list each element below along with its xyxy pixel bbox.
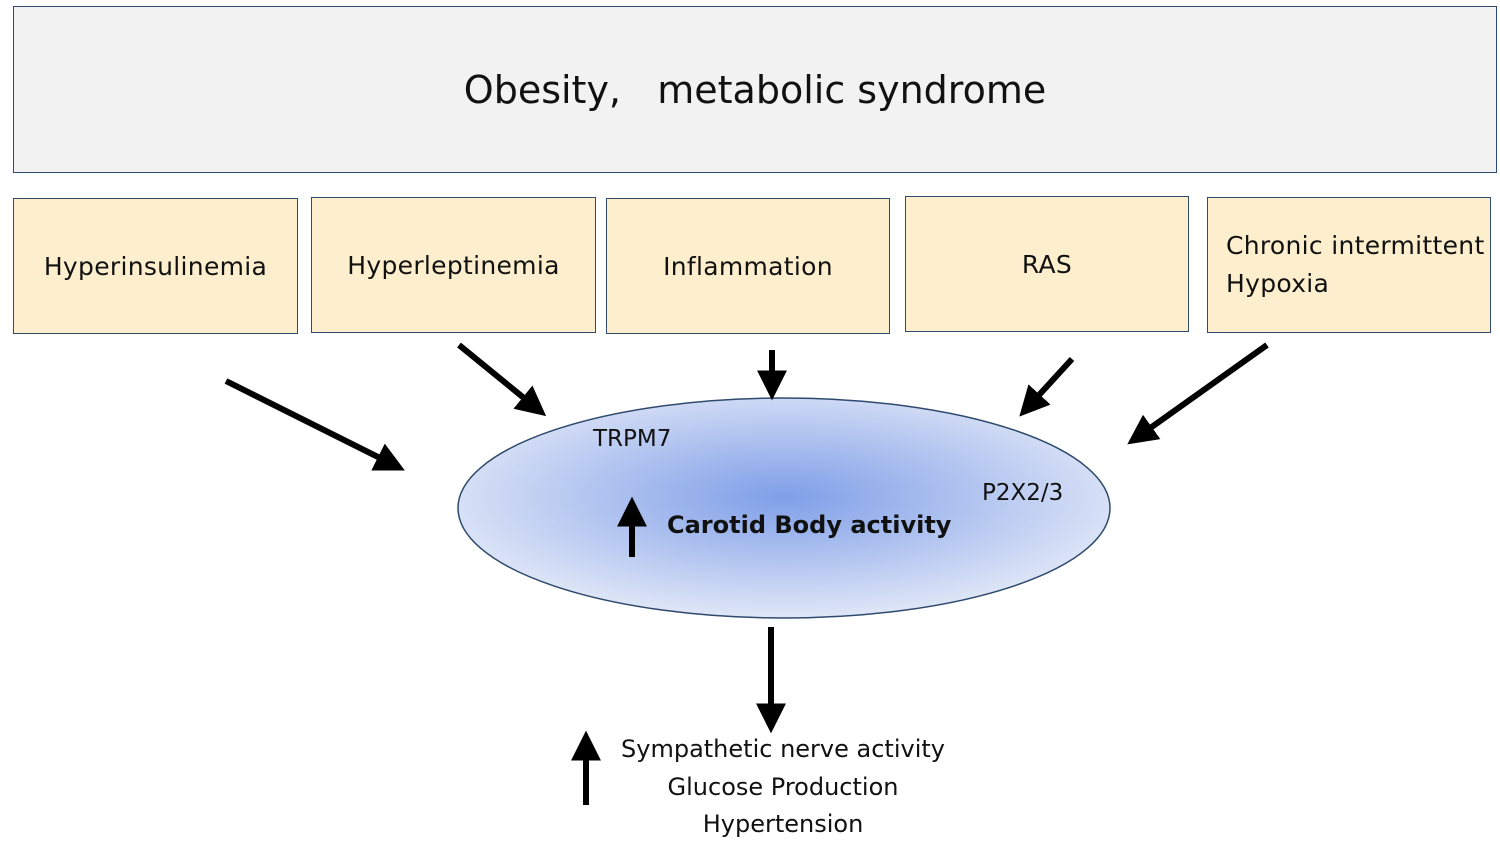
- condition-banner: Obesity, metabolic syndrome: [13, 6, 1497, 173]
- factor-label: Hyperleptinemia: [347, 250, 560, 280]
- factor-label: Hyperinsulinemia: [43, 251, 268, 281]
- factor-box-chronic-intermittent-hypoxia: Chronic intermittent Hypoxia: [1207, 197, 1491, 333]
- carotid-body-label: Carotid Body activity: [667, 511, 952, 539]
- factor-label: Inflammation: [663, 251, 833, 281]
- channel-label-p2x2-3: P2X2/3: [982, 480, 1064, 506]
- factor-label: Chronic intermittent Hypoxia: [1226, 231, 1485, 298]
- arrow-hyperinsulinemia: [224, 378, 405, 471]
- arrow-ras: [1019, 356, 1075, 417]
- carotid-body-ellipse: [457, 397, 1111, 619]
- arrow-hyperleptinemia: [457, 342, 547, 417]
- arrow-chronic-hypoxia: [1127, 342, 1269, 445]
- factor-box-ras: RAS: [905, 196, 1189, 332]
- factor-label: RAS: [1021, 249, 1073, 279]
- outcomes-list: Sympathetic nerve activity Glucose Produ…: [583, 731, 983, 844]
- outcome-item: Hypertension: [702, 810, 864, 838]
- factor-box-inflammation: Inflammation: [606, 198, 890, 334]
- channel-label-trpm7: TRPM7: [593, 426, 672, 452]
- factor-box-hyperinsulinemia: Hyperinsulinemia: [13, 198, 298, 334]
- outcome-item: Glucose Production: [667, 772, 899, 801]
- condition-title: Obesity, metabolic syndrome: [463, 67, 1047, 112]
- factor-box-hyperleptinemia: Hyperleptinemia: [311, 197, 596, 333]
- outcome-item: Sympathetic nerve activity: [621, 735, 945, 763]
